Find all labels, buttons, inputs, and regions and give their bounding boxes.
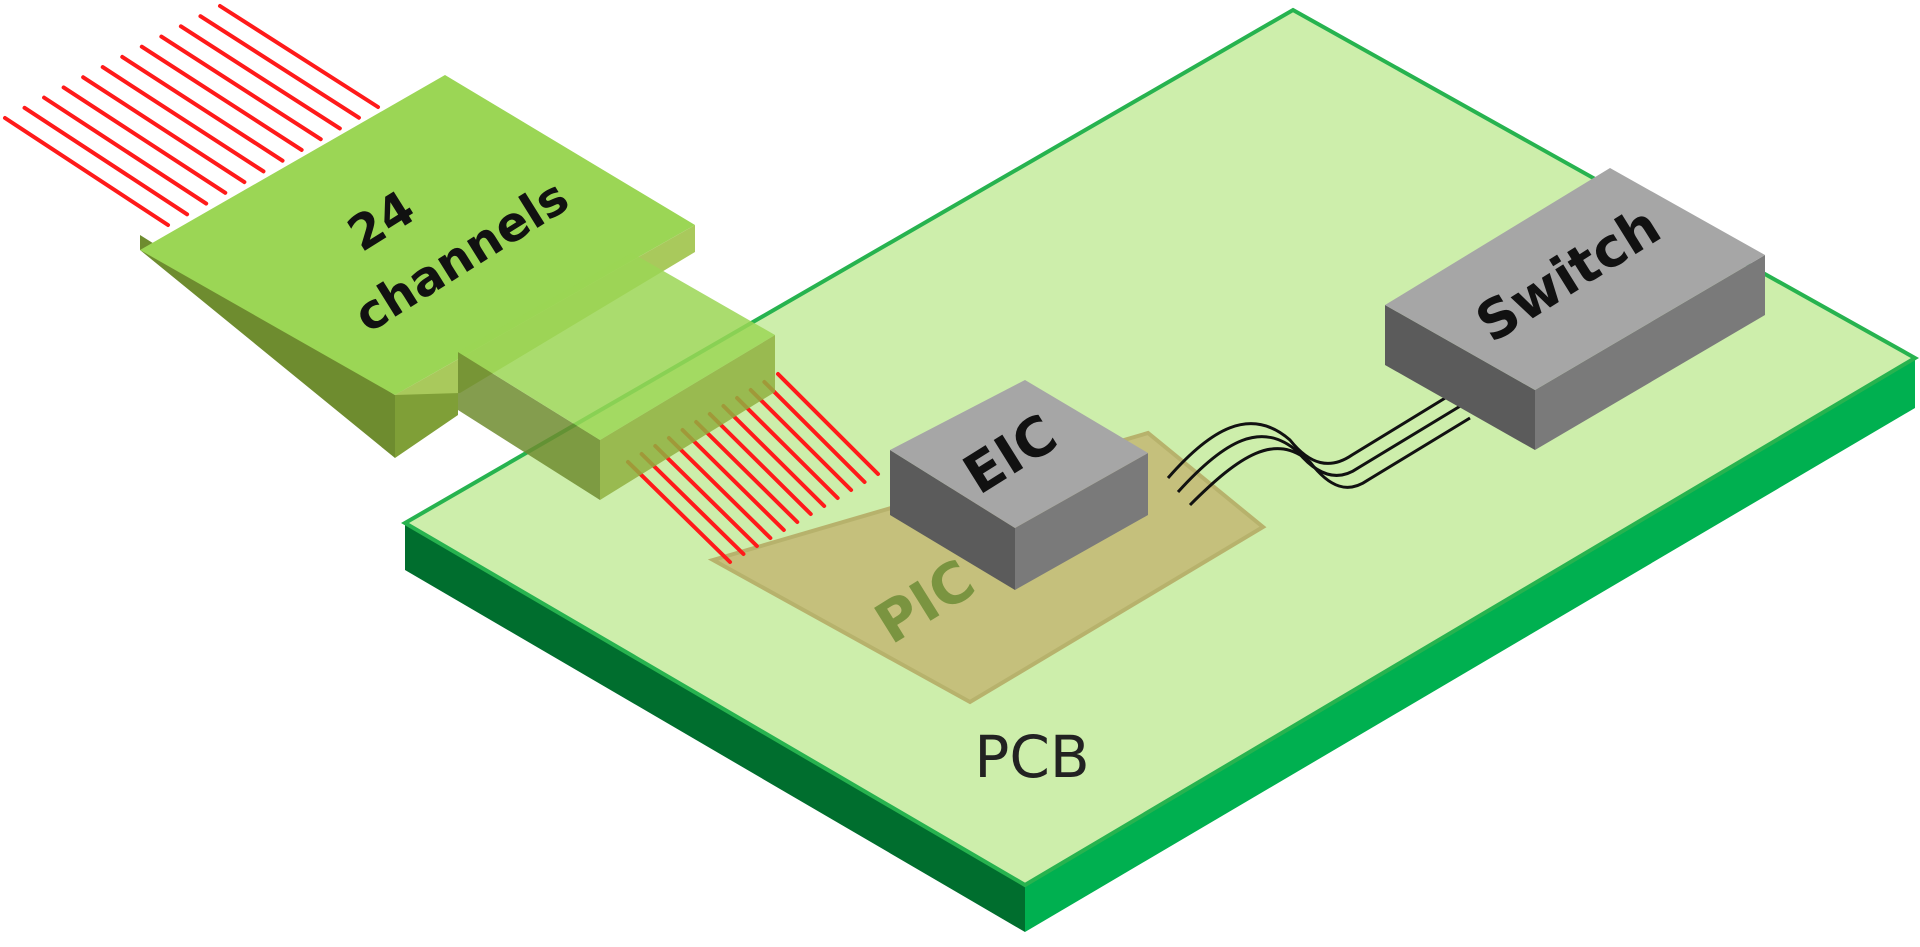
ferrule-left-face: [458, 352, 600, 500]
wire-3: [1188, 416, 1471, 507]
ferrule-right-face: [600, 335, 775, 500]
eic-chip: EIC: [890, 380, 1148, 590]
fiber-strand-input: [139, 44, 304, 152]
fiber-strand-input: [100, 65, 266, 174]
wire-2: [1176, 403, 1463, 494]
eic-right-face: [1015, 453, 1148, 590]
fiber-strand-pic: [666, 436, 773, 540]
fiber-strand-input: [61, 85, 228, 195]
fiber-strand-input: [42, 95, 209, 206]
fiber-bundle-input: [3, 4, 380, 227]
fiber-strand-input: [198, 14, 361, 120]
fiber-strand-input: [159, 34, 323, 142]
fiber-strand-pic: [776, 372, 880, 476]
fiber-strand-pic: [653, 444, 759, 548]
switch-left-face: [1385, 305, 1535, 450]
eic-left-face: [890, 450, 1015, 590]
fiber-strand-pic: [707, 412, 813, 516]
switch-right-face: [1535, 255, 1765, 450]
fiber-connector: 24 channels: [3, 4, 775, 500]
fiber-strand-pic: [721, 404, 827, 508]
fiber-strand-pic: [694, 420, 800, 524]
fiber-strand-input: [120, 54, 285, 163]
ferrule-top: [458, 253, 775, 440]
connector-main-top: [140, 75, 695, 395]
fiber-strand-input: [81, 75, 247, 185]
switch-chip: Switch: [1385, 168, 1765, 450]
pcb-left-face: [405, 523, 1025, 932]
pcb-right-face: [1025, 358, 1915, 932]
fiber-strand-pic: [748, 388, 854, 492]
fiber-strand-pic: [735, 396, 840, 500]
switch-top-face: [1385, 168, 1765, 390]
fiber-strand-input: [3, 116, 170, 227]
fiber-bundle-to-pic: [626, 372, 880, 564]
wire-bundle: [1166, 390, 1471, 507]
fiber-strand-pic: [680, 428, 786, 532]
eic-top-face: [890, 380, 1148, 528]
fiber-strand-input: [218, 4, 380, 109]
fiber-strand-pic: [626, 460, 732, 564]
fiber-strand-pic: [639, 452, 746, 556]
pcb-label: PCB: [974, 723, 1089, 791]
fiber-strand-pic: [762, 380, 867, 484]
connector-main-left-face: [140, 235, 395, 458]
wire-1: [1166, 390, 1456, 479]
fiber-strand-input: [22, 105, 190, 217]
fiber-strand-input: [178, 24, 342, 131]
